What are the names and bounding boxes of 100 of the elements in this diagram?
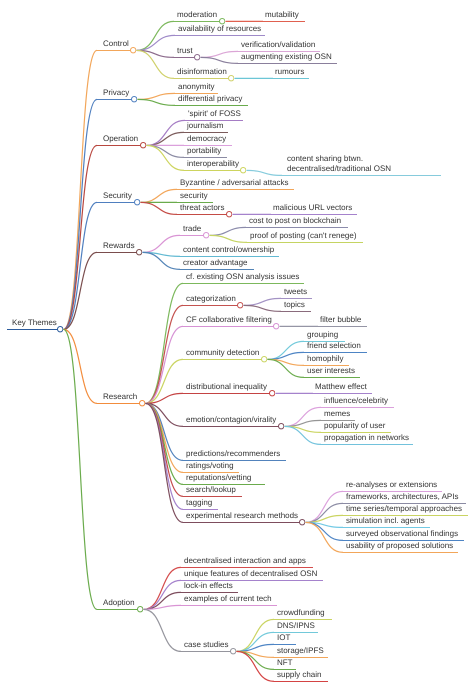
subtopic-label: verification/validation — [238, 40, 320, 52]
subtopic-label: IOT — [274, 632, 296, 645]
subtopic-label: search/lookup — [183, 484, 242, 497]
subtopic-label: crowdfunding — [274, 608, 332, 620]
subtopic-label: proof of posting (can't renege) — [247, 230, 363, 243]
subtopic-label: topics — [281, 300, 311, 312]
subtopic-label: predictions/recommenders — [183, 448, 286, 461]
subtopic-label: democracy — [184, 134, 232, 146]
topic-label: case studies — [184, 640, 230, 650]
subtopic-label: anonymity — [175, 82, 218, 94]
subtopic-label: NFT — [274, 658, 296, 670]
subtopic-label: portability — [184, 146, 227, 158]
branch-connector — [305, 522, 344, 553]
branch-connector — [279, 326, 318, 327]
branch-connector — [62, 329, 98, 610]
branch-connector — [63, 328, 98, 404]
subtopic-label: content control/ownership — [180, 244, 279, 257]
subtopic-label: availability of resources — [175, 24, 265, 36]
subtopic-label: differential privacy — [175, 94, 248, 106]
subtopic-label: Byzantine / adversarial attacks — [177, 178, 294, 190]
branch-connector — [136, 34, 176, 51]
subtopic-label: tagging — [183, 498, 218, 510]
subtopic-label: usability of proposed solutions — [343, 540, 458, 553]
subtopic-label: homophily — [304, 354, 349, 366]
topic-label: interoperability — [187, 158, 240, 169]
branch-connector — [136, 50, 174, 79]
branch-connector — [143, 608, 182, 652]
topic-label: trust — [177, 46, 194, 56]
topic-label: Privacy — [103, 88, 130, 98]
branch-connector — [143, 580, 182, 610]
subtopic-label: popularity of user — [321, 420, 391, 433]
subtopic-label: augmenting existing OSN — [238, 52, 337, 64]
topic-label: community detection — [186, 348, 260, 358]
subtopic-label: examples of current tech — [181, 594, 277, 606]
topic-label: Control — [103, 38, 130, 49]
branch-connector — [62, 99, 98, 330]
branch-connector — [267, 358, 304, 378]
branch-connector — [63, 252, 98, 330]
branch-connector — [225, 20, 263, 22]
branch-connector — [267, 352, 304, 360]
subtopic-label: lock-in effects — [181, 580, 238, 593]
branch-connector — [145, 392, 184, 404]
branch-connector — [142, 252, 180, 270]
topic-label: categorization — [186, 294, 237, 304]
subtopic-label: surveyed observational findings — [343, 528, 464, 541]
branch-connector — [62, 50, 98, 330]
subtopic-label: Matthew effect — [313, 382, 372, 394]
branch-connector — [284, 406, 322, 427]
branch-connector — [140, 188, 178, 203]
subtopic-label: tweets — [281, 286, 312, 299]
branch-connector — [200, 50, 238, 58]
branch-connector — [232, 214, 271, 215]
branch-connector — [243, 304, 282, 312]
branch-connector — [142, 234, 180, 253]
branch-connector — [145, 358, 184, 404]
subtopic-label: reputations/vetting — [183, 472, 265, 485]
branch-connector — [246, 170, 282, 176]
topic-label: threat actors — [180, 202, 226, 213]
branch-connector — [145, 402, 184, 461]
subtopic-label: decentralised interaction and apps — [181, 556, 313, 568]
branch-connector — [137, 98, 176, 106]
topic-label: distributional inequality — [186, 382, 268, 392]
subtopic-label: journalism — [184, 120, 228, 133]
topic-label: moderation — [177, 10, 218, 20]
topic-label: experimental research methods — [186, 510, 299, 521]
subtopic-label: ratings/voting — [183, 460, 239, 473]
subtopic-label: DNS/IPNS — [274, 620, 318, 633]
topic-label: Key Themes — [12, 318, 57, 328]
subtopic-label: user interests — [304, 366, 360, 378]
subtopic-label: mutability — [263, 10, 305, 22]
subtopic-label: malicious URL vectors — [271, 202, 357, 215]
branch-connector — [200, 56, 238, 64]
branch-connector — [145, 326, 184, 404]
subtopic-label: rumours — [273, 66, 309, 79]
branch-connector — [234, 78, 273, 79]
topic-label: Rewards — [103, 240, 136, 251]
branch-connector — [236, 632, 274, 652]
branch-connector — [143, 592, 182, 610]
branch-connector — [146, 120, 186, 146]
subtopic-label: re-analyses or extensions — [343, 480, 442, 492]
topic-label: disinformation — [177, 66, 228, 77]
subtopic-label: simulation incl. agents — [343, 516, 430, 528]
subtopic-label: 'spirit' of FOSS — [185, 108, 243, 121]
branch-connector — [284, 420, 322, 427]
subtopic-label: memes — [321, 408, 355, 421]
topic-label: Research — [103, 392, 138, 402]
subtopic-label: filter bubble — [318, 314, 367, 327]
branch-connector — [140, 202, 178, 215]
branch-connector — [267, 340, 304, 360]
branch-connector — [63, 202, 98, 330]
subtopic-label: security — [177, 190, 213, 203]
topic-label: CF collaborative filtering — [186, 314, 273, 325]
subtopic-label: creator advantage — [180, 258, 254, 270]
branch-connector — [209, 234, 248, 243]
subtopic-label: grouping — [304, 330, 345, 342]
branch-connector — [145, 304, 184, 404]
branch-connector — [146, 144, 184, 171]
subtopic-label: friend selection — [304, 340, 367, 353]
topic-label: Adoption — [103, 598, 136, 608]
subtopic-label: unique features of decentralised OSN — [181, 568, 323, 581]
